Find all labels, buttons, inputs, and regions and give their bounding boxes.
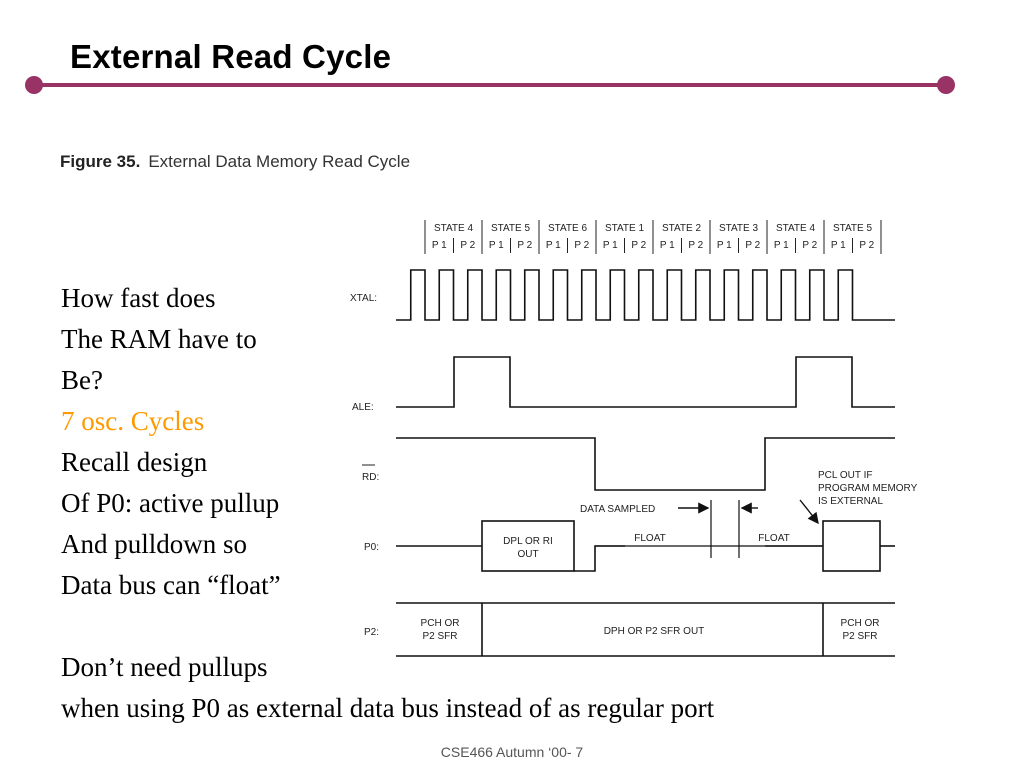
phase-label-p1: P 1 [717, 240, 732, 251]
phase-label-p2: P 2 [460, 240, 475, 251]
p2-waveform [396, 602, 895, 657]
rule-left-dot [25, 76, 43, 94]
slide-body: How fast does The RAM have to Be? 7 osc.… [61, 278, 714, 729]
body-line: Data bus can “float” [61, 570, 281, 600]
body-line-highlight: 7 osc. Cycles [61, 406, 205, 436]
body-line: And pulldown so [61, 529, 248, 559]
pcl-arrow [799, 499, 819, 525]
timing-diagram: STATE 4 P 1 P 2 STATE 5 P 1 P 2 STATE 6 P 1 P 2 S… [350, 220, 918, 657]
phase-label-p1: P 1 [831, 240, 846, 251]
phase-label-p1: P 1 [432, 240, 447, 251]
xtal-waveform [396, 269, 895, 321]
p2-pch-right-line2: P2 SFR [842, 631, 877, 642]
state-name: STATE 3 [719, 223, 759, 234]
phase-label-p2: P 2 [859, 240, 874, 251]
state-name: STATE 5 [491, 223, 531, 234]
state-name: STATE 4 [776, 223, 816, 234]
p2-dph-label: DPH OR P2 SFR OUT [604, 626, 705, 637]
body-line: The RAM have to [61, 324, 257, 354]
signal-label-xtal: XTAL: [350, 293, 377, 304]
phase-label-p2: P 2 [517, 240, 532, 251]
phase-label-p2: P 2 [802, 240, 817, 251]
pcl-label-line2: PROGRAM MEMORY [818, 483, 918, 494]
p0-float-label-1: FLOAT [634, 533, 665, 544]
phase-label-p2: P 2 [745, 240, 760, 251]
state-name: STATE 1 [605, 223, 645, 234]
phase-label-p1: P 1 [603, 240, 618, 251]
state-name: STATE 4 [434, 223, 474, 234]
p2-pch-left-line2: P2 SFR [422, 631, 457, 642]
signal-label-p2: P2: [364, 627, 379, 638]
body-line: Of P0: active pullup [61, 488, 280, 518]
body-line: How fast does [61, 283, 216, 313]
p0-float-label-2: FLOAT [758, 533, 789, 544]
phase-label-p1: P 1 [546, 240, 561, 251]
phase-label-p1: P 1 [774, 240, 789, 251]
slide-title: External Read Cycle [70, 38, 392, 75]
title-underline [25, 76, 955, 94]
p2-pch-left-line1: PCH OR [421, 618, 460, 629]
signal-label-p0: P0: [364, 542, 379, 553]
pcl-label-line1: PCL OUT IF [818, 470, 872, 481]
figure-title: External Data Memory Read Cycle [148, 152, 411, 171]
phase-label-p2: P 2 [631, 240, 646, 251]
p2-pch-right-line1: PCH OR [841, 618, 880, 629]
state-name: STATE 2 [662, 223, 702, 234]
phase-label-p1: P 1 [660, 240, 675, 251]
ale-waveform [396, 356, 895, 408]
signal-label-ale: ALE: [352, 402, 374, 413]
p0-dpl-label-line2: OUT [517, 549, 538, 560]
signal-label-rd: RD: [362, 472, 379, 483]
rule-right-dot [937, 76, 955, 94]
phase-label-p2: P 2 [688, 240, 703, 251]
pcl-label-line3: IS EXTERNAL [818, 496, 883, 507]
slide-footer: CSE466 Autumn ‘00- 7 [440, 744, 584, 760]
data-sampled-label: DATA SAMPLED [580, 504, 655, 515]
figure-number: Figure 35. [60, 152, 141, 171]
figure-caption: Figure 35. External Data Memory Read Cycl… [60, 152, 410, 172]
state-name: STATE 5 [833, 223, 873, 234]
body-line: Recall design [61, 447, 208, 477]
body-line: Be? [61, 365, 103, 395]
body-line: when using P0 as external data bus inste… [61, 693, 715, 723]
phase-label-p1: P 1 [489, 240, 504, 251]
state-header: STATE 4 P 1 P 2 STATE 5 P 1 P 2 STATE 6 P 1 P 2 S… [424, 220, 882, 254]
p0-dpl-label-line1: DPL OR RI [503, 536, 553, 547]
rd-waveform [396, 437, 895, 491]
phase-label-p2: P 2 [574, 240, 589, 251]
state-name: STATE 6 [548, 223, 588, 234]
body-line: Don’t need pullups [61, 652, 268, 682]
